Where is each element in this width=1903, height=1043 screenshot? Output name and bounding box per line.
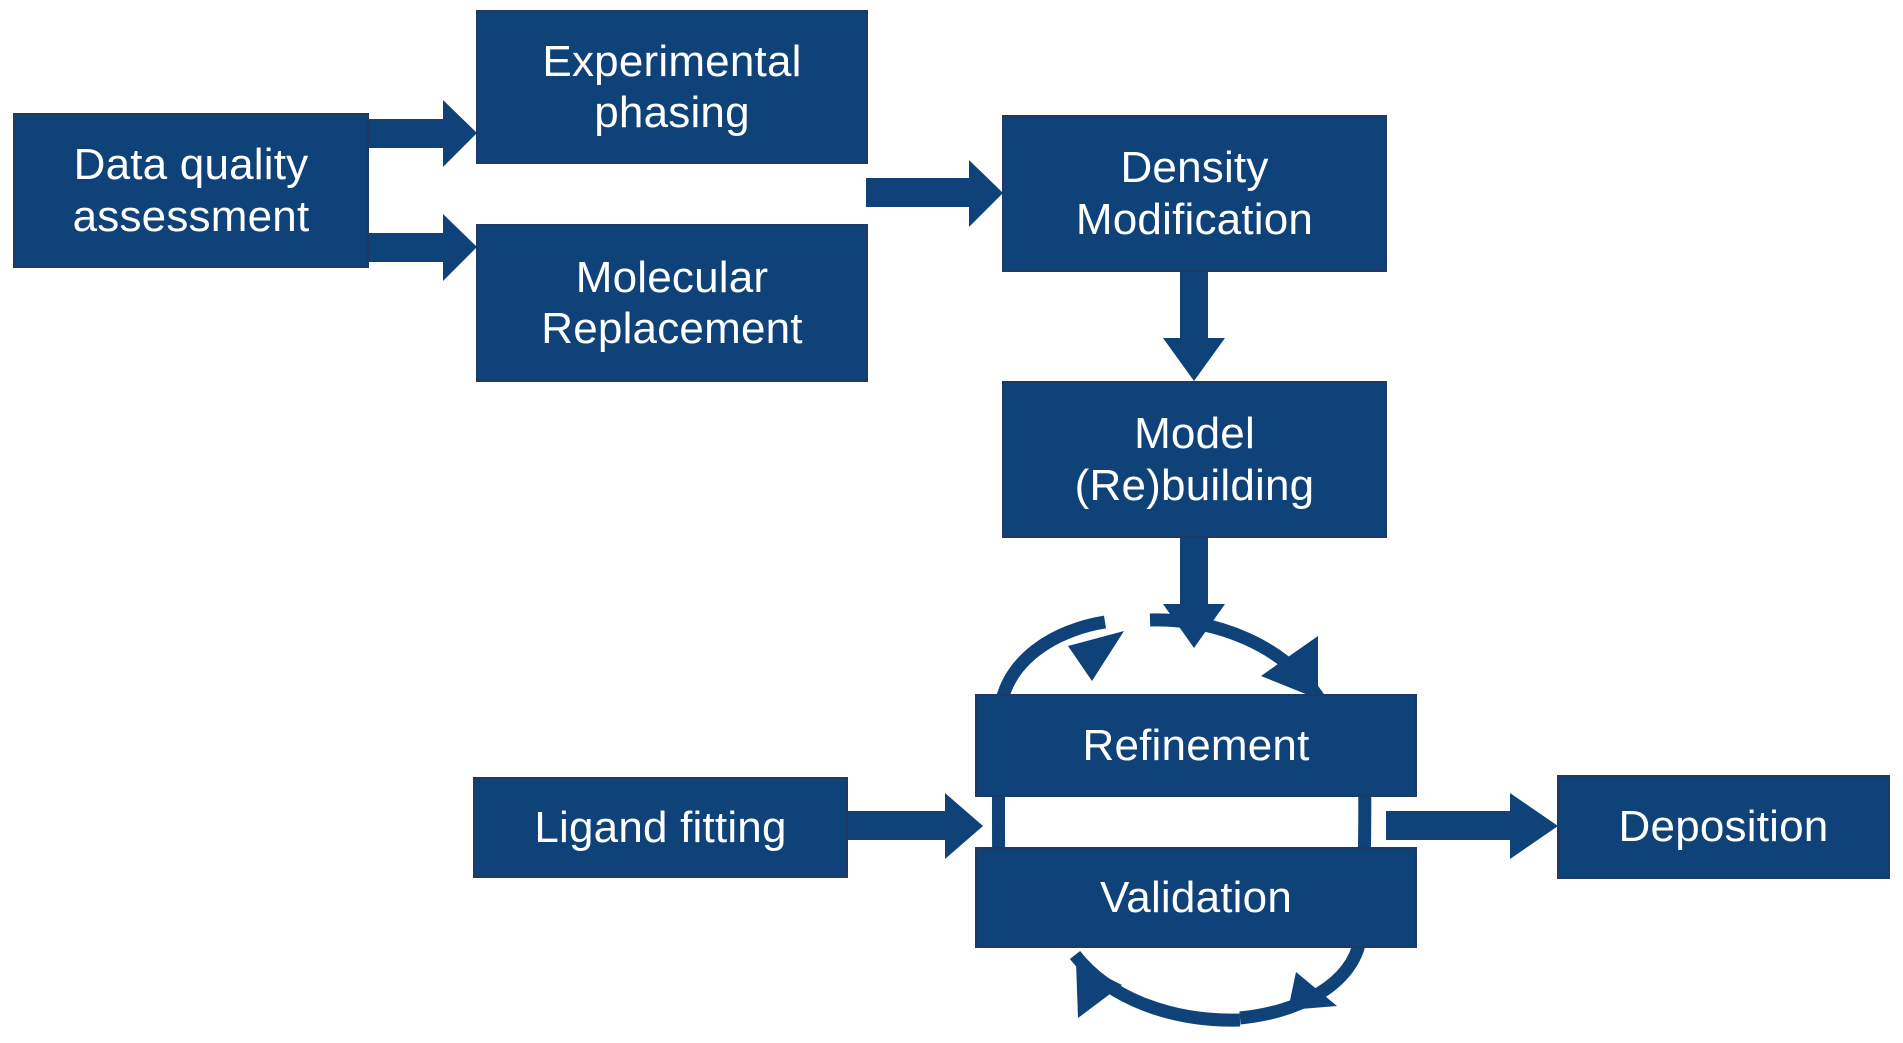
node-refinement[interactable]: Refinement xyxy=(975,694,1417,797)
cycle-arrowhead-bottom-left xyxy=(1076,962,1122,1018)
node-deposition[interactable]: Deposition xyxy=(1557,775,1890,879)
cycle-arc-bottom-left xyxy=(1069,950,1241,1027)
cycle-arc-bottom-right xyxy=(1239,938,1367,1025)
arrow-dqa-to-experimental-phasing xyxy=(368,100,477,167)
cycle-arrowhead-top-left xyxy=(1068,631,1124,681)
node-data-quality-assessment[interactable]: Data quality assessment xyxy=(13,113,369,268)
node-label-experimental-phasing: Experimental phasing xyxy=(542,36,802,137)
node-label-model-rebuilding: Model (Re)building xyxy=(1074,409,1315,510)
node-ligand-fitting[interactable]: Ligand fitting xyxy=(473,777,848,878)
node-molecular-replacement[interactable]: Molecular Replacement xyxy=(476,224,868,382)
node-validation[interactable]: Validation xyxy=(975,847,1417,948)
node-label-molecular-replacement: Molecular Replacement xyxy=(541,252,803,353)
node-label-refinement: Refinement xyxy=(1082,720,1310,770)
arrow-ligand-fitting-to-cycle xyxy=(846,793,983,859)
node-experimental-phasing[interactable]: Experimental phasing xyxy=(476,10,868,164)
node-label-data-quality-assessment: Data quality assessment xyxy=(72,140,310,241)
cycle-arc-top-right xyxy=(1149,613,1326,704)
node-density-modification[interactable]: Density Modification xyxy=(1002,115,1387,272)
node-label-ligand-fitting: Ligand fitting xyxy=(534,802,787,852)
cycle-arrowhead-bottom-right xyxy=(1288,972,1337,1010)
node-label-density-modification: Density Modification xyxy=(1075,143,1314,244)
arrow-density-modification-to-model-rebuilding xyxy=(1163,270,1225,381)
node-label-validation: Validation xyxy=(1100,872,1292,922)
node-label-deposition: Deposition xyxy=(1618,802,1829,852)
arrow-phasing-to-density-modification xyxy=(866,160,1003,227)
arrow-model-rebuilding-to-refinement xyxy=(1163,536,1225,648)
node-model-rebuilding[interactable]: Model (Re)building xyxy=(1002,381,1387,538)
arrow-dqa-to-molecular-replacement xyxy=(368,214,477,281)
cycle-arrowhead-top-right xyxy=(1261,636,1318,699)
